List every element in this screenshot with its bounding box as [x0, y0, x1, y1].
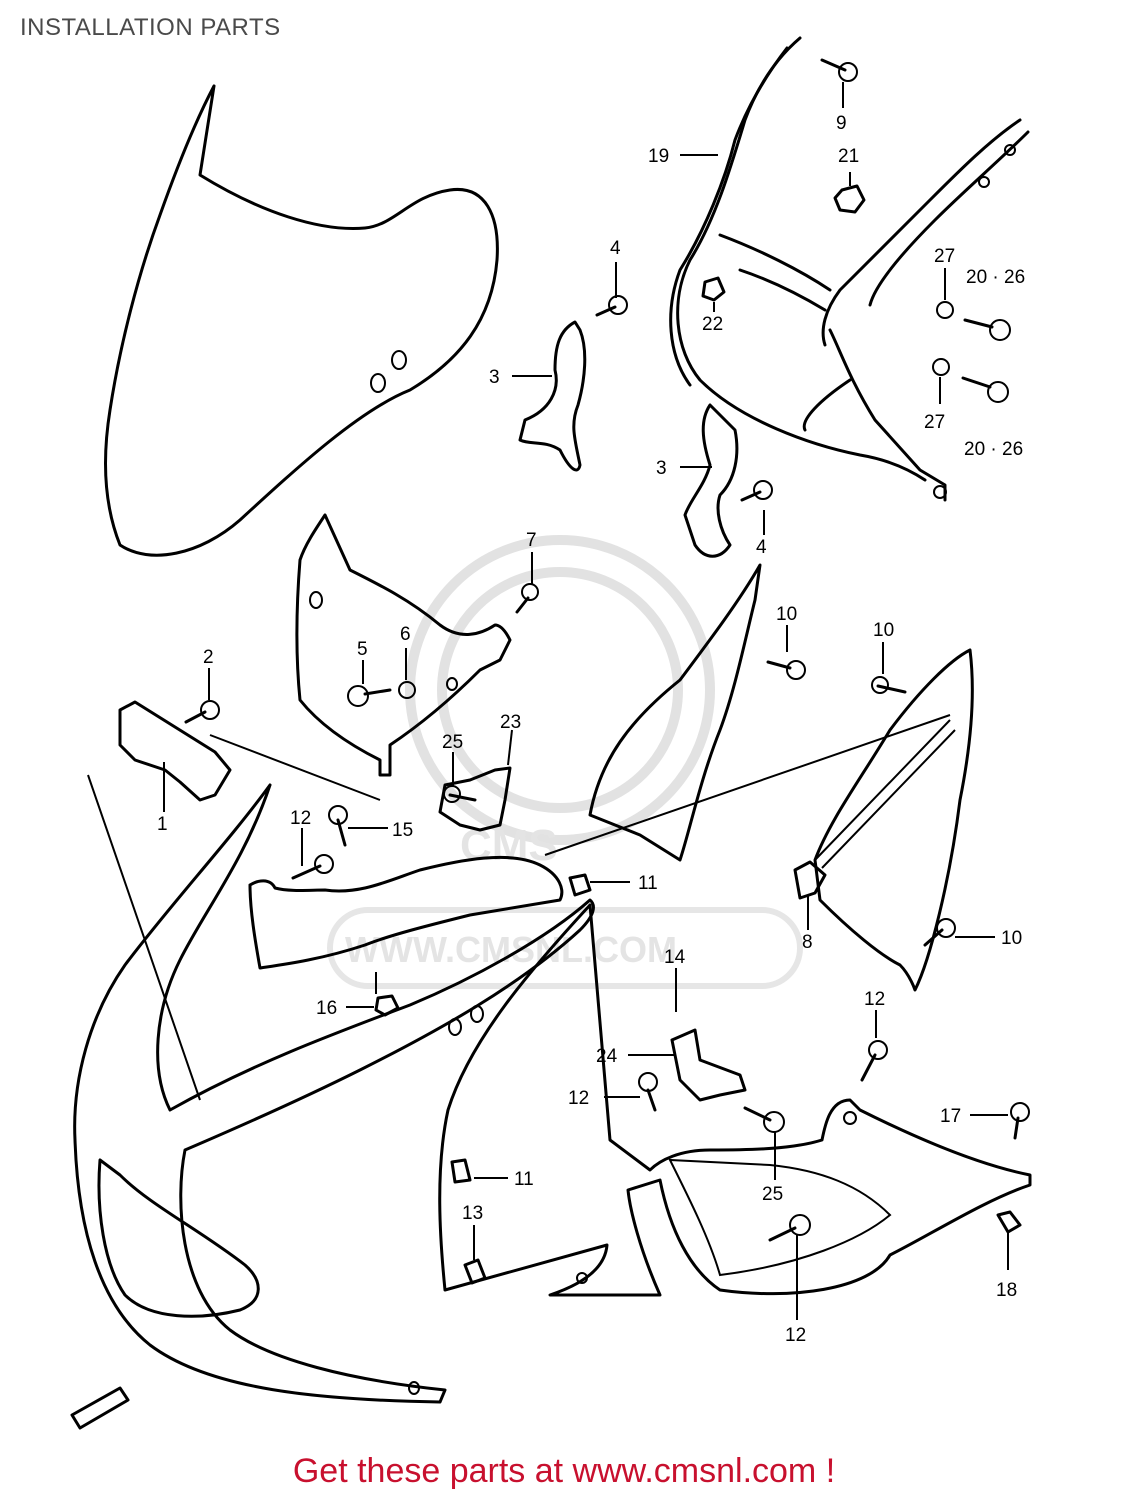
callout-14: 14 [664, 947, 686, 968]
callout-3: 3 [656, 458, 667, 479]
right-inner-panel [588, 563, 762, 862]
guide-line [544, 714, 951, 856]
callout-15: 15 [392, 820, 413, 841]
windscreen-hole [391, 350, 407, 370]
callout-17: 17 [940, 1106, 961, 1127]
callout-4: 4 [756, 537, 767, 558]
guide-line [87, 774, 201, 1101]
inner-left-panel [295, 513, 512, 777]
callout-4: 4 [610, 238, 621, 259]
callout-18: 18 [996, 1280, 1017, 1301]
clip-18 [996, 1210, 1022, 1234]
bracket-24 [670, 1028, 747, 1102]
callout-10: 10 [873, 620, 894, 641]
footer-link-text[interactable]: Get these parts at www.cmsnl.com ! [292, 1452, 836, 1490]
cowl-hole [448, 1018, 462, 1036]
cowl-hole [843, 1111, 857, 1125]
page-title: INSTALLATION PARTS [20, 14, 281, 41]
panel-hole [446, 677, 458, 691]
callout-1: 1 [157, 814, 168, 835]
callout-13: 13 [462, 1203, 483, 1224]
fairing-stay [669, 36, 1030, 502]
callout-21: 21 [838, 146, 859, 167]
callout-20-26: 20 · 26 [964, 439, 1023, 460]
front-arrow-icon [70, 1386, 130, 1430]
callout-27: 27 [924, 412, 945, 433]
clip-8 [793, 860, 827, 900]
callout-labels: 9 21 19 4 27 20 · 26 22 3 27 20 · 26 3 4… [157, 113, 1025, 1346]
windscreen-hole [370, 373, 386, 393]
callout-27: 27 [934, 246, 955, 267]
center-lower-panel [248, 855, 564, 970]
callout-7: 7 [526, 530, 537, 551]
callout-5: 5 [357, 639, 368, 660]
callout-25: 25 [762, 1184, 783, 1205]
leader-lines [163, 82, 1009, 1320]
nut-11a [568, 873, 592, 897]
lower-side-cowl-inner [668, 1158, 892, 1277]
grommet-16 [374, 994, 400, 1017]
callout-23: 23 [500, 712, 521, 733]
cowl-hole [470, 1005, 484, 1023]
nut-13 [463, 1258, 487, 1285]
callout-6: 6 [400, 624, 411, 645]
callout-24: 24 [596, 1046, 618, 1067]
bracket-23 [438, 766, 512, 832]
callout-3: 3 [489, 367, 500, 388]
callout-22: 22 [702, 314, 723, 335]
callout-19: 19 [648, 146, 669, 167]
cowl-hole [576, 1272, 588, 1284]
callout-10: 10 [1001, 928, 1022, 949]
bracket-right [683, 403, 739, 558]
callout-11: 11 [514, 1169, 534, 1190]
callout-25: 25 [442, 732, 463, 753]
lower-side-cowl [438, 903, 1032, 1297]
fasteners [184, 58, 1030, 1242]
callout-12: 12 [290, 808, 311, 829]
cover-strap [814, 719, 956, 869]
callout-16: 16 [316, 998, 337, 1019]
callout-12: 12 [785, 1325, 806, 1346]
panel-hole [309, 591, 323, 609]
windscreen [103, 84, 499, 557]
bracket-left [518, 320, 587, 472]
cowl-hole [408, 1381, 420, 1395]
guide-line [209, 734, 381, 801]
callout-9: 9 [836, 113, 847, 134]
cowl-headlight-opening [97, 1158, 260, 1318]
watermark-logo: CMS WWW.CMSNL.COM [327, 535, 803, 989]
clamp [118, 700, 232, 802]
callout-11: 11 [638, 873, 658, 894]
callout-10: 10 [776, 604, 797, 625]
callout-20-26: 20 · 26 [966, 267, 1025, 288]
upper-cowl [73, 783, 595, 1404]
nut-11b [450, 1158, 472, 1184]
callout-12: 12 [864, 989, 885, 1010]
watermark-url: WWW.CMSNL.COM [345, 929, 677, 970]
callout-12: 12 [568, 1088, 589, 1109]
callout-8: 8 [802, 932, 813, 953]
callout-2: 2 [203, 647, 214, 668]
right-side-cover [813, 648, 974, 992]
